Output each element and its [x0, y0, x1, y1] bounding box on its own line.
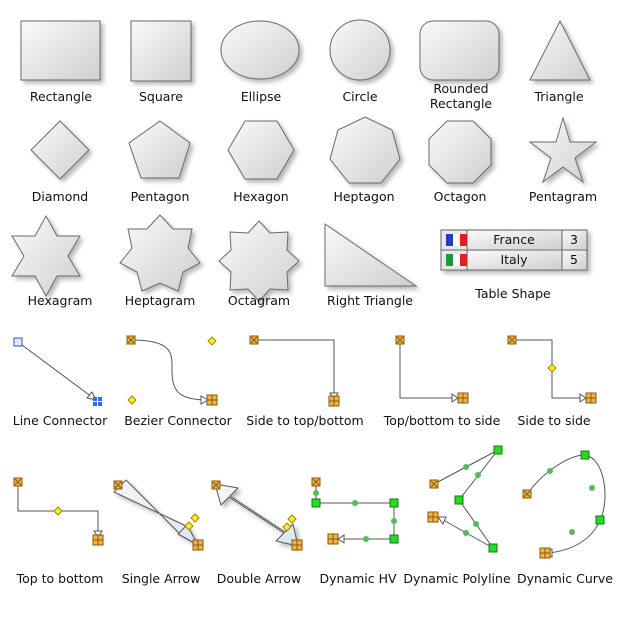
dynamic-curve-label: Dynamic Curve — [517, 571, 613, 586]
side-to-top-bottom-label: Side to top/bottom — [246, 413, 364, 428]
dynamic-curve-connector[interactable] — [522, 450, 606, 559]
circle-label: Circle — [342, 89, 378, 104]
table-cell-value: 5 — [570, 252, 578, 267]
octagon-shape[interactable] — [428, 120, 492, 184]
bezier-connector-label: Bezier Connector — [124, 413, 232, 428]
heptagon-shape[interactable] — [329, 116, 401, 184]
control-point-handle[interactable] — [127, 395, 137, 405]
diamond-shape[interactable] — [30, 120, 90, 180]
table-shape[interactable] — [440, 229, 588, 271]
side-to-side-label: Side to side — [517, 413, 591, 428]
octagram-label: Octagram — [227, 293, 291, 308]
top-to-bottom-label: Top to bottom — [16, 571, 104, 586]
square-shape[interactable] — [130, 20, 192, 82]
italy-flag-icon — [446, 254, 467, 266]
right-triangle-shape[interactable] — [324, 223, 418, 287]
france-flag-icon — [446, 234, 467, 246]
control-point-handle[interactable] — [184, 521, 194, 531]
triangle-label: Triangle — [534, 89, 584, 104]
hexagon-label: Hexagon — [233, 189, 289, 204]
control-point-handle[interactable] — [190, 513, 200, 523]
octagram-shape[interactable] — [218, 220, 300, 302]
side-to-top-bottom-connector[interactable] — [249, 335, 340, 407]
pentagram-label: Pentagram — [528, 189, 598, 204]
rectangle-shape[interactable] — [20, 20, 101, 81]
control-point-handle[interactable] — [207, 336, 217, 346]
table-cell-country: Italy — [500, 252, 528, 267]
table-cell-value: 3 — [570, 232, 578, 247]
pentagon-label: Pentagon — [130, 189, 190, 204]
right-triangle-label: Right Triangle — [327, 293, 413, 308]
line-connector[interactable] — [13, 337, 102, 406]
dynamic-hv-connector[interactable] — [311, 477, 399, 545]
hexagram-shape[interactable] — [11, 214, 81, 298]
rounded-rectangle-shape[interactable] — [419, 20, 500, 81]
rectangle-label: Rectangle — [29, 89, 93, 104]
dynamic-polyline-connector[interactable] — [427, 445, 503, 553]
start-handle[interactable] — [13, 337, 23, 347]
square-label: Square — [138, 89, 184, 104]
heptagon-label: Heptagon — [333, 189, 395, 204]
control-point-handle[interactable] — [547, 363, 557, 373]
control-point-handle[interactable] — [282, 522, 292, 532]
heptagram-label: Heptagram — [124, 293, 196, 308]
octagon-label: Octagon — [433, 189, 487, 204]
pentagram-shape[interactable] — [528, 116, 598, 184]
dynamic-polyline-label: Dynamic Polyline — [403, 571, 511, 586]
double-arrow-label: Double Arrow — [216, 571, 302, 586]
top-bottom-to-side-label: Top/bottom to side — [383, 413, 501, 428]
ellipse-label: Ellipse — [240, 89, 282, 104]
dynamic-hv-label: Dynamic HV — [319, 571, 397, 586]
ellipse-shape[interactable] — [220, 20, 300, 80]
line-connector-label: Line Connector — [12, 413, 108, 428]
single-arrow-label: Single Arrow — [121, 571, 201, 586]
table-shape-label: Table Shape — [475, 286, 551, 301]
double-arrow-shape[interactable] — [211, 480, 303, 551]
bezier-connector[interactable] — [126, 335, 218, 406]
triangle-shape[interactable] — [529, 19, 591, 81]
side-to-side-connector[interactable] — [507, 335, 597, 404]
end-handle[interactable] — [93, 397, 102, 406]
control-point-handle[interactable] — [53, 506, 63, 516]
diamond-label: Diamond — [31, 189, 89, 204]
hexagon-shape[interactable] — [227, 120, 295, 180]
control-point-handle[interactable] — [287, 514, 297, 524]
hexagram-label: Hexagram — [27, 293, 93, 308]
circle-shape[interactable] — [329, 19, 391, 81]
table-cell-country: France — [493, 232, 535, 247]
top-to-bottom-connector[interactable] — [13, 477, 104, 546]
pentagon-shape[interactable] — [128, 120, 191, 179]
single-arrow-shape[interactable] — [113, 479, 204, 551]
rounded-rectangle-label: Rounded Rectangle — [429, 81, 493, 111]
top-bottom-to-side-connector[interactable] — [395, 335, 469, 404]
heptagram-shape[interactable] — [119, 214, 201, 292]
